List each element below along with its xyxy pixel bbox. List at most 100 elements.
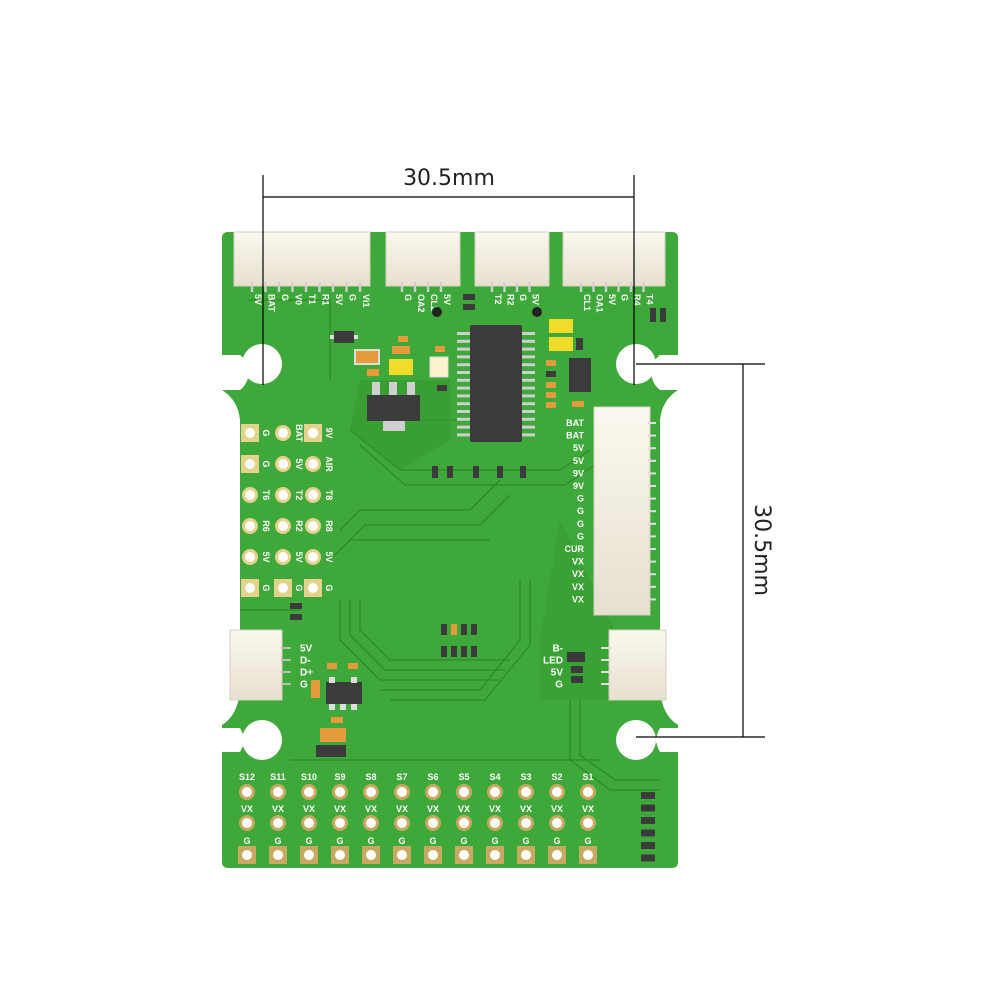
servo-channel-label: S10 xyxy=(301,772,317,782)
servo-vx-label: VX xyxy=(551,804,563,814)
servo-channel-label: S12 xyxy=(239,772,255,782)
connector-pin xyxy=(281,671,291,673)
usb-labels: 5VD-D+G xyxy=(300,644,313,691)
servo-channel-label: S9 xyxy=(334,772,345,782)
servo-g-label: G xyxy=(460,836,467,846)
servo-channel-label: S7 xyxy=(396,772,407,782)
connector-pin xyxy=(648,497,656,500)
servo-g-label: G xyxy=(243,836,250,846)
servo-channel-label: S2 xyxy=(551,772,562,782)
servo-g-label: G xyxy=(274,836,281,846)
silkscreen-label: 5V xyxy=(261,551,271,562)
connector-pin xyxy=(281,647,291,649)
connector-pin xyxy=(601,683,611,685)
top-connector-4[interactable] xyxy=(562,231,666,287)
main-ic xyxy=(457,325,535,442)
dimension-vertical: 30.5mm xyxy=(636,363,774,738)
connector-pin xyxy=(358,282,362,292)
servo-g-label: G xyxy=(491,836,498,846)
servo-vx-label: VX xyxy=(427,804,439,814)
connector-pin xyxy=(648,472,656,475)
silkscreen-label: T2 xyxy=(493,294,503,305)
silkscreen-label: R2 xyxy=(294,520,304,532)
connector-pin xyxy=(264,282,267,292)
connector-pin xyxy=(648,560,656,563)
silkscreen-label: BAT xyxy=(294,424,304,442)
connector-pin xyxy=(648,459,656,462)
silkscreen-label: 5V xyxy=(334,294,344,305)
smd-array-right xyxy=(641,792,655,862)
smd-components xyxy=(290,294,666,757)
connector-pin xyxy=(490,282,494,292)
silkscreen-label: 5V xyxy=(531,294,541,305)
connector-pin xyxy=(604,282,608,292)
silkscreen-label: G xyxy=(577,506,584,516)
usb-connector[interactable] xyxy=(229,629,283,701)
dimension-label-vertical: 30.5mm xyxy=(749,504,774,596)
top-connector-pins xyxy=(250,282,645,292)
led-connector[interactable] xyxy=(608,629,667,701)
silkscreen-label: VX xyxy=(572,569,584,579)
connector-pin xyxy=(579,282,583,292)
silkscreen-label: G xyxy=(280,294,290,301)
silkscreen-label: R2 xyxy=(506,294,516,306)
right-connector-15pin[interactable] xyxy=(593,406,651,616)
servo-vx-label: VX xyxy=(396,804,408,814)
silkscreen-label: 5V xyxy=(294,458,304,469)
mounting-hole xyxy=(242,720,282,760)
silkscreen-label: D- xyxy=(300,656,311,667)
connector-pin xyxy=(648,535,656,538)
silkscreen-label: R8 xyxy=(324,520,334,532)
connector-pin xyxy=(617,282,620,292)
connector-pin xyxy=(648,422,656,424)
top-connector-3[interactable] xyxy=(474,231,550,287)
silkscreen-label: BAT xyxy=(267,294,277,312)
connector-pin xyxy=(601,647,611,649)
silkscreen-label: 5V xyxy=(573,456,584,466)
silkscreen-label: G xyxy=(300,680,308,691)
servo-g-label: G xyxy=(429,836,436,846)
servo-vx-label: VX xyxy=(458,804,470,814)
servo-g-label: G xyxy=(336,836,343,846)
silkscreen-label: 5V xyxy=(442,294,452,305)
silkscreen-label: G xyxy=(261,460,271,467)
servo-g-label: G xyxy=(367,836,374,846)
connector-pin xyxy=(331,282,335,292)
led-connector-pins xyxy=(601,647,611,685)
silkscreen-label: AIR xyxy=(324,456,334,472)
mounting-hole xyxy=(242,344,282,384)
silkscreen-label: G xyxy=(620,294,630,301)
pcb-board xyxy=(222,232,678,868)
servo-g-label: G xyxy=(522,836,529,846)
silkscreen-label: CL2 xyxy=(429,294,439,311)
connector-pin xyxy=(648,548,656,550)
connector-pin xyxy=(426,282,430,292)
servo-channel-label: S4 xyxy=(489,772,500,782)
silkscreen-label: G xyxy=(555,680,563,691)
mounting-hole xyxy=(616,720,656,760)
servo-vx-label: VX xyxy=(365,804,377,814)
silkscreen-label: G xyxy=(577,519,584,529)
servo-channel-label: S11 xyxy=(270,772,286,782)
silkscreen-label: G xyxy=(518,294,528,301)
servo-g-label: G xyxy=(305,836,312,846)
connector-pin xyxy=(629,282,633,292)
silkscreen-label: G xyxy=(577,531,584,541)
right-connector-pins xyxy=(648,422,656,601)
top-connector-2[interactable] xyxy=(385,231,461,287)
connector-pin xyxy=(515,282,519,292)
servo-channel-label: S8 xyxy=(365,772,376,782)
servo-vx-label: VX xyxy=(489,804,501,814)
silkscreen-label: B- xyxy=(552,644,563,655)
silkscreen-label: 5V xyxy=(551,668,564,679)
connector-pin xyxy=(648,510,656,513)
connector-pin xyxy=(291,282,294,292)
silkscreen-label: G xyxy=(348,294,358,301)
servo-g-label: G xyxy=(584,836,591,846)
silkscreen-label: T6 xyxy=(261,490,271,501)
connector-pin xyxy=(345,282,348,292)
smd-resistor xyxy=(641,792,655,799)
top-connector-1[interactable] xyxy=(233,231,371,287)
